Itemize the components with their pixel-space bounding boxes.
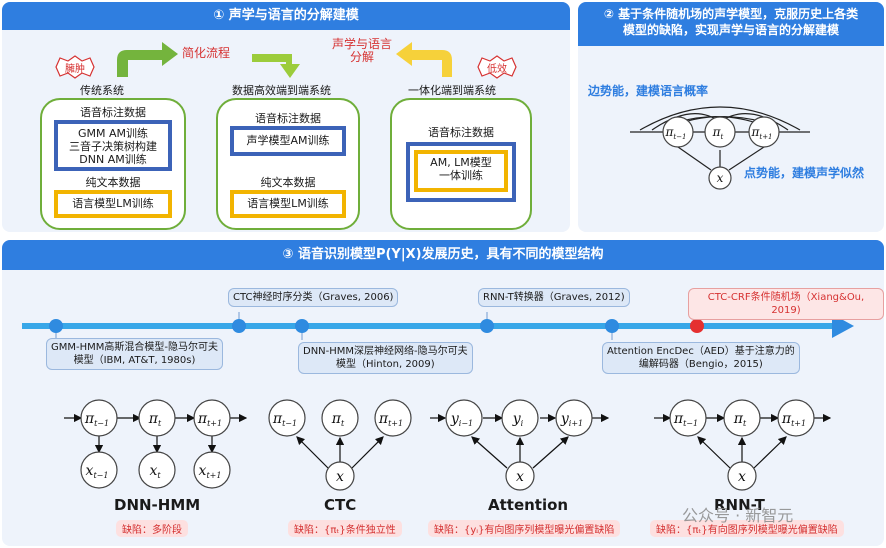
timeline-dot-gmm bbox=[49, 319, 63, 333]
rnnt-top-1: πt−1 bbox=[673, 411, 698, 428]
rnnt-x: x bbox=[738, 469, 746, 485]
arrow-left-label: 简化流程 bbox=[182, 46, 231, 60]
system2-box1-header: 语音标注数据 bbox=[255, 112, 321, 125]
dnnhmm-bot-1: xt−1 bbox=[86, 463, 109, 480]
timeline-gmm: GMM-HMM高斯混合模型-隐马尔可夫 模型（IBM, AT&T, 1980s) bbox=[46, 338, 223, 370]
dnnhmm-top-3: πt+1 bbox=[197, 411, 222, 428]
system3-title: 一体化端到端系统 bbox=[408, 84, 496, 97]
crf-node-x: x bbox=[717, 171, 724, 185]
panel2-title: ② 基于条件随机场的声学模型，克服历史上各类 模型的缺陷，实现声学与语言的分解建… bbox=[578, 2, 884, 46]
system1-box1-header: 语音标注数据 bbox=[80, 106, 146, 119]
crf-node-1: πt−1 bbox=[664, 125, 686, 141]
system2-box2: 语言模型LM训练 bbox=[230, 190, 346, 218]
ctc-top-1: πt−1 bbox=[272, 411, 297, 428]
arrow-decompose bbox=[396, 42, 452, 77]
rnnt-top-2: πt bbox=[733, 411, 747, 428]
panel3-title: ③ 语音识别模型P(Y|X)发展历史，具有不同的模型结构 bbox=[2, 240, 884, 270]
attn-top-2: yi bbox=[512, 411, 524, 428]
dnnhmm-top-1: πt−1 bbox=[84, 411, 109, 428]
attn-x: x bbox=[516, 469, 524, 485]
attn-top-3: yi+1 bbox=[560, 411, 583, 428]
rnnt-top-3: πt+1 bbox=[781, 411, 806, 428]
system1-box2: 语言模型LM训练 bbox=[54, 190, 172, 218]
edge-potential-label: 边势能，建模语言概率 bbox=[588, 84, 709, 98]
badge-inefficient bbox=[477, 55, 517, 79]
timeline-dot-dnn bbox=[295, 319, 309, 333]
crf-node-3: πt+1 bbox=[750, 125, 772, 141]
badge-bloated-text: 臃肿 bbox=[65, 64, 85, 75]
system1-box: 语音标注数据 GMM AM训练 三音子决策树构建 DNN AM训练 纯文本数据 … bbox=[40, 98, 186, 230]
model-name-rnnt: RNN-T bbox=[714, 496, 765, 514]
dnnhmm-bot-3: xt+1 bbox=[199, 463, 222, 480]
dnnhmm-top-2: πt bbox=[148, 411, 162, 428]
defect-attention: 缺陷：{yᵢ}有向图序列模型曝光偏置缺陷 bbox=[428, 520, 621, 537]
timeline bbox=[22, 312, 854, 340]
watermark: 公众号 · 新智元 bbox=[682, 506, 794, 525]
timeline-aed: Attention EncDec（AED）基于注意力的 编解码器（Bengio，… bbox=[602, 342, 800, 374]
defect-dnnhmm: 缺陷：多阶段 bbox=[116, 520, 188, 537]
system3-box1: AM, LM模型 一体训练 bbox=[414, 150, 508, 192]
system1-box1: GMM AM训练 三音子决策树构建 DNN AM训练 bbox=[54, 120, 172, 171]
ctc-x: x bbox=[336, 469, 344, 485]
timeline-dot-ctccrf bbox=[690, 319, 704, 333]
node-potential-label: 点势能，建模声学似然 bbox=[744, 166, 865, 180]
timeline-ctc: CTC神经时序分类（Graves, 2006) bbox=[228, 288, 399, 307]
system2-title: 数据高效端到端系统 bbox=[232, 84, 331, 97]
crf-node-2: πt bbox=[712, 125, 724, 141]
defect-ctc: 缺陷：{πₜ}条件独立性 bbox=[288, 520, 402, 537]
system3-box: 语音标注数据 AM, LM模型 一体训练 bbox=[390, 98, 532, 230]
timeline-dot-rnnt bbox=[480, 319, 494, 333]
dnnhmm-bot-2: xt bbox=[149, 463, 161, 480]
flow-arrows bbox=[117, 42, 452, 78]
panel1-title: ① 声学与语言的分解建模 bbox=[2, 2, 570, 30]
panel-decomposition: ① 声学与语言的分解建模 简化流程 声学与语言 分解 臃肿 低效 传统系统 语音… bbox=[2, 2, 570, 232]
arrow-down-merge bbox=[252, 54, 300, 78]
system1-box2-header: 纯文本数据 bbox=[85, 176, 141, 189]
system3-box1-header: 语音标注数据 bbox=[428, 126, 494, 139]
system2-box1: 声学模型AM训练 bbox=[230, 126, 346, 156]
ctc-top-3: πt+1 bbox=[378, 411, 403, 428]
system1-title: 传统系统 bbox=[80, 84, 124, 97]
defect-rnnt: 缺陷：{πₜ}有向图序列模型曝光偏置缺陷 bbox=[650, 520, 844, 537]
panel-crf: ② 基于条件随机场的声学模型，克服历史上各类 模型的缺陷，实现声学与语言的分解建… bbox=[578, 2, 884, 232]
system2-box2-header: 纯文本数据 bbox=[260, 176, 316, 189]
badge-inefficient-text: 低效 bbox=[487, 64, 507, 75]
model-name-attention: Attention bbox=[488, 496, 569, 514]
ctc-top-2: πt bbox=[331, 411, 345, 428]
timeline-dot-aed bbox=[605, 319, 619, 333]
timeline-dot-ctc bbox=[232, 319, 246, 333]
arrow-right-label: 声学与语言 分解 bbox=[332, 37, 393, 64]
timeline-ctccrf: CTC-CRF条件随机场（Xiang&Ou, 2019) bbox=[688, 288, 884, 320]
arrow-simplify bbox=[117, 42, 178, 77]
attn-top-1: yi−1 bbox=[450, 411, 473, 428]
model-graphs: πt−1 πt πt+1 xt−1 xt xt+1 πt−1 πt πt+1 x… bbox=[64, 399, 832, 491]
badge-bloated bbox=[55, 55, 95, 79]
system2-box: 语音标注数据 声学模型AM训练 纯文本数据 语言模型LM训练 bbox=[216, 98, 360, 230]
model-name-dnnhmm: DNN-HMM bbox=[114, 496, 201, 514]
panel-history: ③ 语音识别模型P(Y|X)发展历史，具有不同的模型结构 CTC神经时序分类（G… bbox=[2, 240, 884, 546]
system3-box1-outer bbox=[406, 142, 516, 202]
timeline-dnnhmm: DNN-HMM深层神经网络-隐马尔可夫 模型（Hinton, 2009) bbox=[298, 342, 473, 374]
timeline-rnnt: RNN-T转换器（Graves, 2012) bbox=[478, 288, 630, 307]
model-name-ctc: CTC bbox=[324, 496, 357, 514]
crf-graph: πt−1 πt πt+1 x bbox=[630, 106, 810, 190]
